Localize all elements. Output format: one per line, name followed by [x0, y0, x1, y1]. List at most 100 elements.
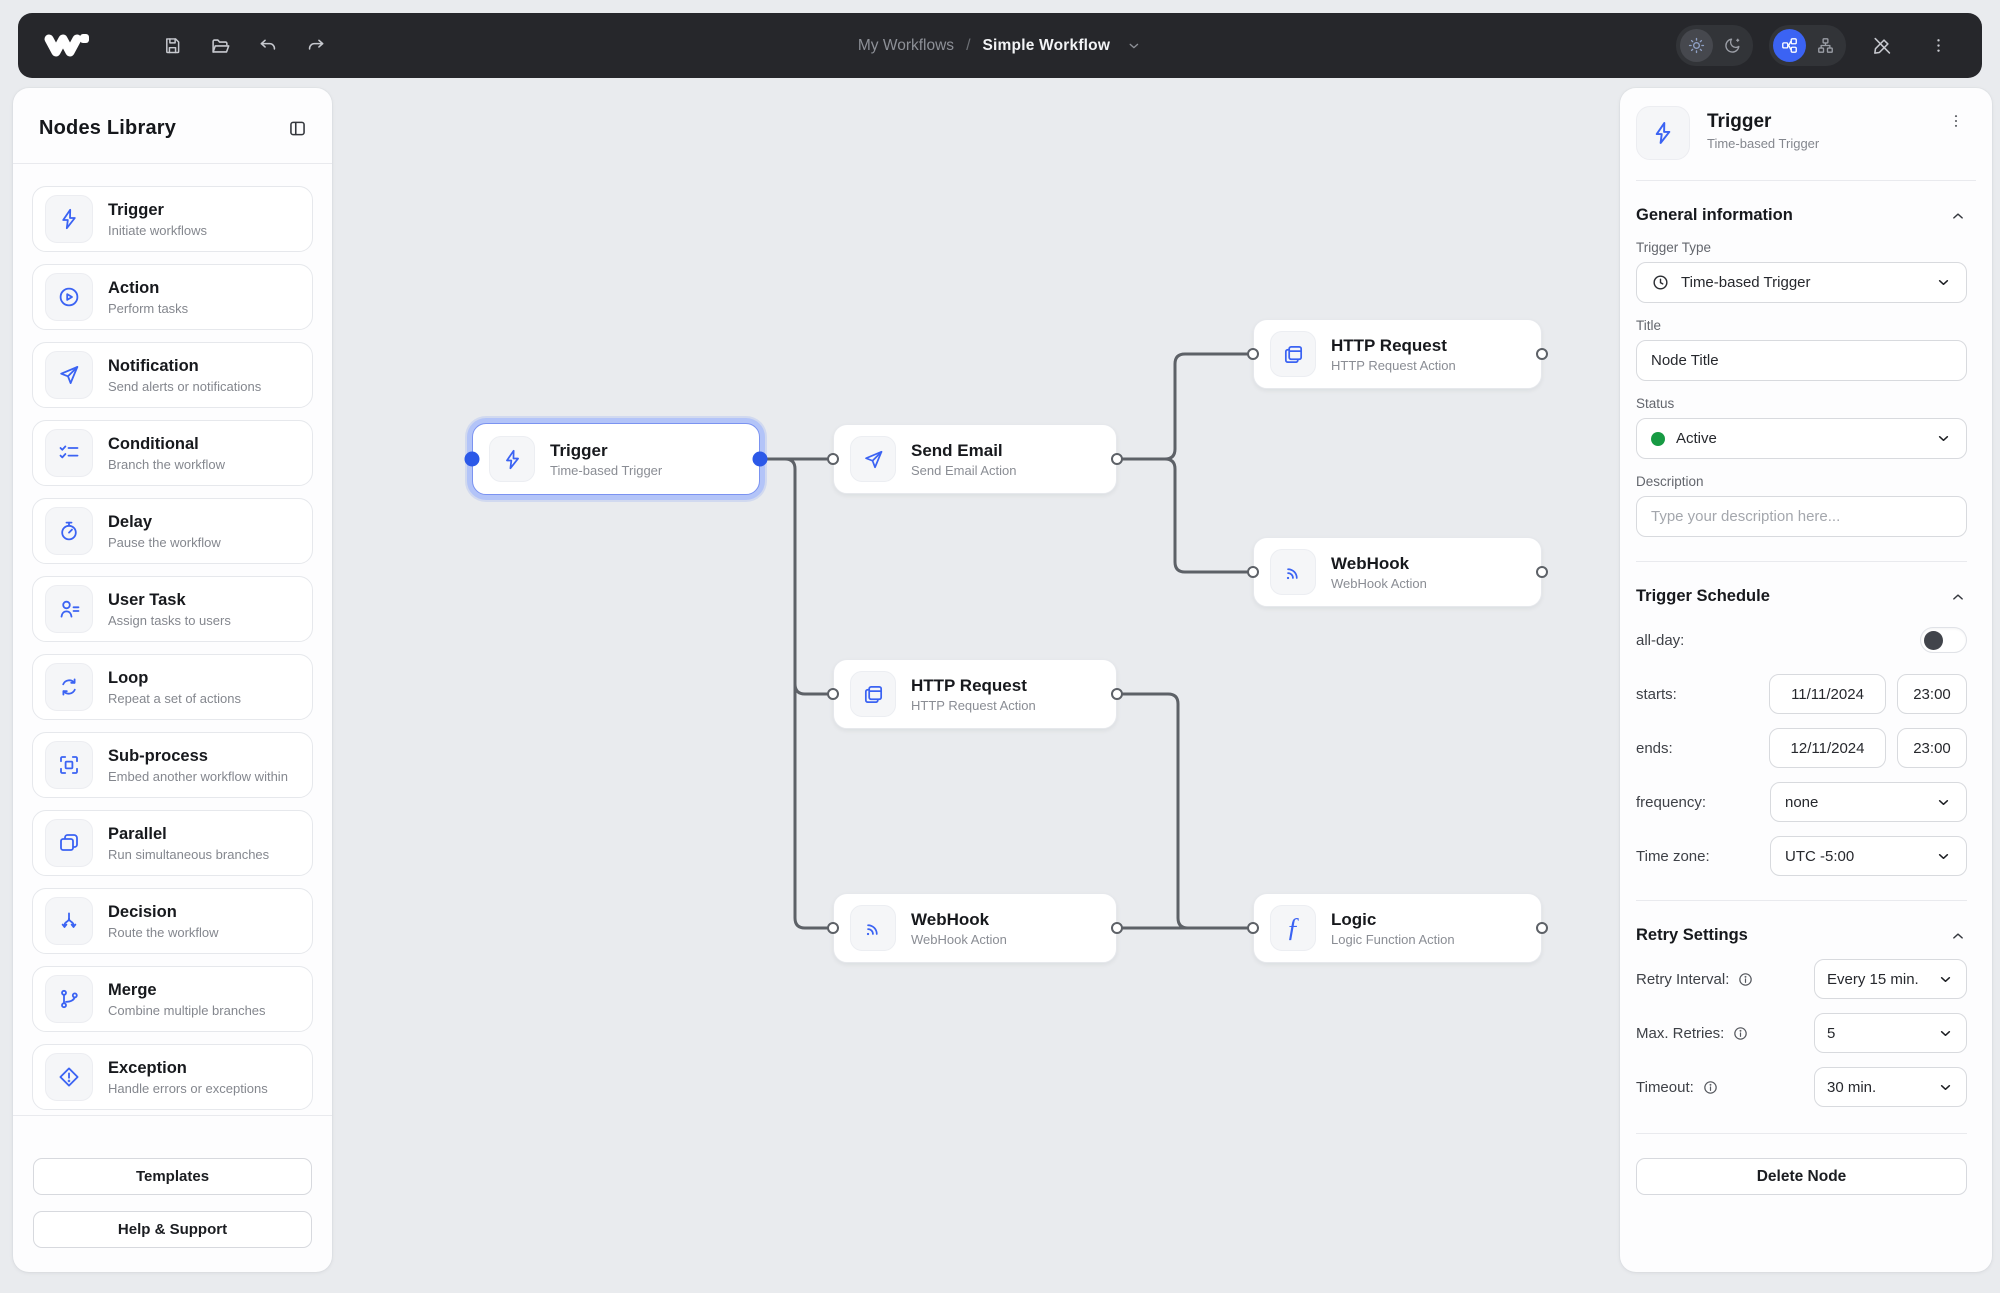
sidebar-item-exception[interactable]: Exception Handle errors or exceptions — [32, 1044, 313, 1110]
templates-button[interactable]: Templates — [33, 1158, 312, 1195]
section-retry-settings[interactable]: Retry Settings — [1636, 926, 1967, 945]
node-http-request-mid[interactable]: HTTP Request HTTP Request Action — [827, 659, 1123, 729]
sidebar-item-trigger[interactable]: Trigger Initiate workflows — [32, 186, 313, 252]
divider — [1636, 900, 1967, 901]
tree-view-button[interactable] — [1809, 29, 1842, 62]
output-port[interactable] — [1111, 688, 1123, 700]
max-retries-select[interactable]: 5 — [1814, 1013, 1967, 1053]
title-value: Node Title — [1651, 352, 1719, 369]
node-webhook-bottom[interactable]: WebHook WebHook Action — [827, 893, 1123, 963]
redo-button[interactable] — [296, 26, 336, 66]
sidebar-item-action[interactable]: Action Perform tasks — [32, 264, 313, 330]
description-label: Description — [1636, 474, 1704, 489]
breadcrumb-section[interactable]: My Workflows — [857, 36, 955, 54]
description-input[interactable]: Type your description here... — [1636, 496, 1967, 537]
node-title: HTTP Request — [911, 675, 1027, 695]
input-port[interactable] — [1247, 922, 1259, 934]
more-options-button[interactable] — [1918, 26, 1958, 66]
info-icon[interactable] — [1732, 1025, 1749, 1042]
node-http-request-top[interactable]: HTTP Request HTTP Request Action — [1247, 319, 1548, 389]
save-icon — [162, 35, 183, 56]
zap-icon — [1636, 106, 1690, 160]
light-mode-button[interactable] — [1680, 29, 1713, 62]
output-port[interactable] — [1536, 348, 1548, 360]
sidebar-item-merge[interactable]: Merge Combine multiple branches — [32, 966, 313, 1032]
all-day-toggle[interactable] — [1920, 627, 1967, 653]
inspector-options-button[interactable] — [1945, 106, 1967, 136]
ends-time-input[interactable]: 23:00 — [1897, 728, 1967, 768]
output-port[interactable] — [1111, 922, 1123, 934]
retry-interval-select[interactable]: Every 15 min. — [1814, 959, 1967, 999]
help-support-button[interactable]: Help & Support — [33, 1211, 312, 1248]
open-workflow-button[interactable] — [200, 26, 240, 66]
breadcrumb-current: Simple Workflow — [982, 36, 1111, 54]
sidebar-item-label: Trigger — [108, 200, 164, 219]
app-logo-icon[interactable] — [42, 27, 94, 65]
sidebar-item-label: Notification — [108, 356, 199, 375]
info-icon[interactable] — [1702, 1079, 1719, 1096]
save-button[interactable] — [152, 26, 192, 66]
node-title: Trigger — [550, 440, 608, 460]
undo-button[interactable] — [248, 26, 288, 66]
section-title: General information — [1636, 206, 1793, 224]
nodes-library-header: Nodes Library — [13, 88, 332, 163]
input-port[interactable] — [827, 453, 839, 465]
trigger-type-value: Time-based Trigger — [1681, 274, 1811, 291]
output-port[interactable] — [1536, 566, 1548, 578]
output-port[interactable] — [1111, 453, 1123, 465]
section-trigger-schedule[interactable]: Trigger Schedule — [1636, 587, 1967, 606]
input-port[interactable] — [827, 922, 839, 934]
node-webhook-mid[interactable]: WebHook WebHook Action — [1247, 537, 1548, 607]
folder-open-icon — [209, 35, 231, 57]
flow-view-button[interactable] — [1773, 29, 1806, 62]
info-icon[interactable] — [1737, 971, 1754, 988]
sidebar-item-desc: Pause the workflow — [108, 534, 221, 550]
output-port[interactable] — [752, 451, 768, 467]
frequency-select[interactable]: none — [1770, 782, 1967, 822]
dark-mode-button[interactable] — [1716, 29, 1749, 62]
send-icon — [45, 351, 93, 399]
sidebar-item-parallel[interactable]: Parallel Run simultaneous branches — [32, 810, 313, 876]
nodes-library-title: Nodes Library — [39, 117, 177, 139]
node-trigger[interactable]: Trigger Time-based Trigger — [464, 423, 768, 495]
input-port[interactable] — [464, 451, 480, 467]
input-port[interactable] — [1247, 348, 1259, 360]
output-port[interactable] — [1536, 922, 1548, 934]
sidebar-item-decision[interactable]: Decision Route the workflow — [32, 888, 313, 954]
sidebar-item-loop[interactable]: Loop Repeat a set of actions — [32, 654, 313, 720]
input-port[interactable] — [1247, 566, 1259, 578]
trigger-type-select[interactable]: Time-based Trigger — [1636, 262, 1967, 303]
edit-lock-button[interactable] — [1862, 26, 1902, 66]
ends-date-input[interactable]: 12/11/2024 — [1769, 728, 1886, 768]
git-merge-icon — [45, 975, 93, 1023]
collapse-sidebar-button[interactable] — [285, 116, 310, 141]
sidebar-item-sub-process[interactable]: Sub-process Embed another workflow withi… — [32, 732, 313, 798]
sidebar-item-desc: Repeat a set of actions — [108, 690, 241, 706]
input-port[interactable] — [827, 688, 839, 700]
function-icon: ƒ — [1270, 905, 1316, 951]
play-circle-icon — [45, 273, 93, 321]
sidebar-item-user-task[interactable]: User Task Assign tasks to users — [32, 576, 313, 642]
section-general-information[interactable]: General information — [1636, 206, 1967, 225]
sidebar-item-delay[interactable]: Delay Pause the workflow — [32, 498, 313, 564]
timeout-value: 30 min. — [1827, 1078, 1877, 1096]
sidebar-item-conditional[interactable]: Conditional Branch the workflow — [32, 420, 313, 486]
title-input[interactable]: Node Title — [1636, 340, 1967, 381]
status-select[interactable]: Active — [1636, 418, 1967, 459]
sidebar-item-desc: Initiate workflows — [108, 222, 207, 238]
node-logic[interactable]: ƒ Logic Logic Function Action — [1247, 893, 1548, 963]
kebab-menu-icon — [1947, 112, 1965, 130]
sidebar-item-notification[interactable]: Notification Send alerts or notification… — [32, 342, 313, 408]
user-lines-icon — [45, 585, 93, 633]
chevron-down-icon — [1935, 848, 1952, 865]
timeout-select[interactable]: 30 min. — [1814, 1067, 1967, 1107]
node-send-email[interactable]: Send Email Send Email Action — [827, 424, 1123, 494]
starts-date-input[interactable]: 11/11/2024 — [1769, 674, 1886, 714]
chevron-down-icon[interactable] — [1126, 38, 1142, 54]
retry-interval-label: Retry Interval: — [1636, 970, 1730, 988]
delete-node-button[interactable]: Delete Node — [1636, 1158, 1967, 1195]
chevron-down-icon — [1935, 794, 1952, 811]
starts-time-input[interactable]: 23:00 — [1897, 674, 1967, 714]
timezone-select[interactable]: UTC -5:00 — [1770, 836, 1967, 876]
redo-icon — [305, 35, 327, 57]
